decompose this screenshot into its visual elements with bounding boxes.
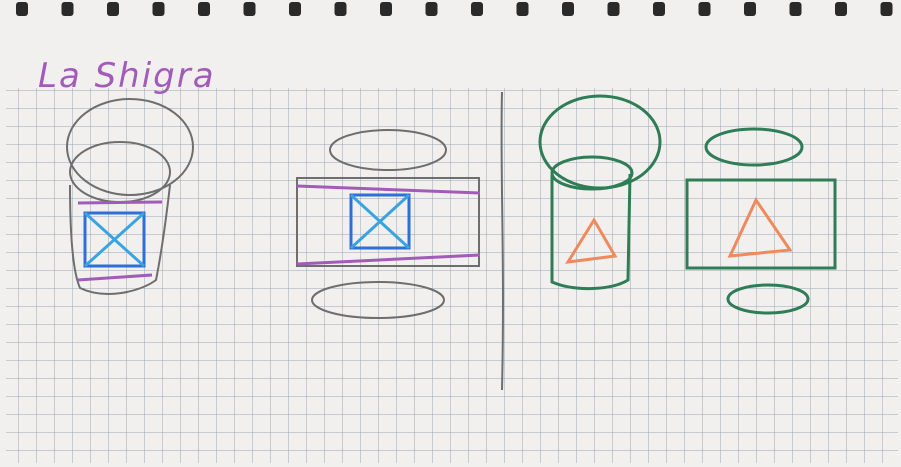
spiral-binding-ring-icon [608, 2, 620, 16]
spiral-binding-ring-icon [517, 2, 529, 16]
notebook-title: La Shigra [38, 56, 216, 96]
spiral-binding-ring-icon [562, 2, 574, 16]
spiral-binding-ring-icon [62, 2, 74, 16]
spiral-binding-ring-icon [107, 2, 119, 16]
purple-stripe-top [78, 202, 162, 203]
spiral-binding-ring-icon [380, 2, 392, 16]
spiral-binding-ring-icon [653, 2, 665, 16]
spiral-binding-ring-icon [835, 2, 847, 16]
spiral-binding-ring-icon [699, 2, 711, 16]
spiral-binding-ring-icon [153, 2, 165, 16]
spiral-binding-ring-icon [335, 2, 347, 16]
spiral-binding-ring-icon [471, 2, 483, 16]
spiral-binding-ring-icon [790, 2, 802, 16]
spiral-binding-ring-icon [198, 2, 210, 16]
spiral-binding-ring-icon [744, 2, 756, 16]
spiral-binding-ring-icon [426, 2, 438, 16]
spiral-binding-ring-icon [881, 2, 893, 16]
spiral-binding-ring-icon [244, 2, 256, 16]
spiral-binding-ring-icon [289, 2, 301, 16]
spiral-binding-ring-icon [16, 2, 28, 16]
